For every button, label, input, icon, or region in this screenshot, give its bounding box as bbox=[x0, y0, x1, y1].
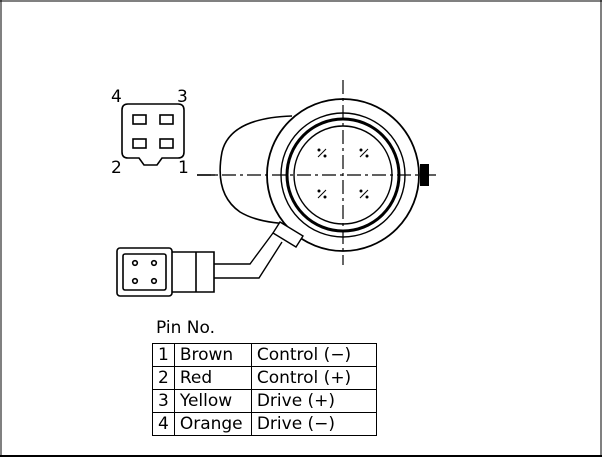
connector-face-view bbox=[121, 103, 185, 166]
wire-color: Orange bbox=[173, 412, 252, 436]
pin-table-title: Pin No. bbox=[156, 318, 216, 338]
wire-color: Yellow bbox=[173, 389, 252, 413]
wire-color: Red bbox=[173, 366, 252, 390]
pin-label-3: 3 bbox=[177, 87, 188, 107]
wire-color: Brown bbox=[173, 343, 252, 367]
table-row: 3 Yellow Drive (+) bbox=[152, 389, 377, 413]
pin-label-2: 2 bbox=[111, 158, 122, 178]
cable-connector-plug bbox=[116, 247, 215, 297]
pin-number: 2 bbox=[152, 366, 175, 390]
pin-label-1: 1 bbox=[178, 158, 189, 178]
table-row: 1 Brown Control (−) bbox=[152, 343, 377, 367]
pin-number: 4 bbox=[152, 412, 175, 436]
pin-label-4: 4 bbox=[111, 87, 122, 107]
table-row: 2 Red Control (+) bbox=[152, 366, 377, 390]
pin-function: Drive (+) bbox=[250, 389, 377, 413]
lens-marks bbox=[317, 148, 369, 199]
pin-function: Control (−) bbox=[250, 343, 377, 367]
pin-function: Control (+) bbox=[250, 366, 377, 390]
center-lines bbox=[197, 80, 440, 265]
cable bbox=[214, 232, 283, 279]
table-row: 4 Orange Drive (−) bbox=[152, 412, 377, 436]
pin-table: 1 Brown Control (−) 2 Red Control (+) 3 … bbox=[152, 343, 377, 436]
cable-strain-relief bbox=[272, 221, 304, 248]
lens-rear-housing bbox=[219, 115, 299, 225]
pin-function: Drive (−) bbox=[250, 412, 377, 436]
pin-number: 1 bbox=[152, 343, 175, 367]
pin-number: 3 bbox=[152, 389, 175, 413]
